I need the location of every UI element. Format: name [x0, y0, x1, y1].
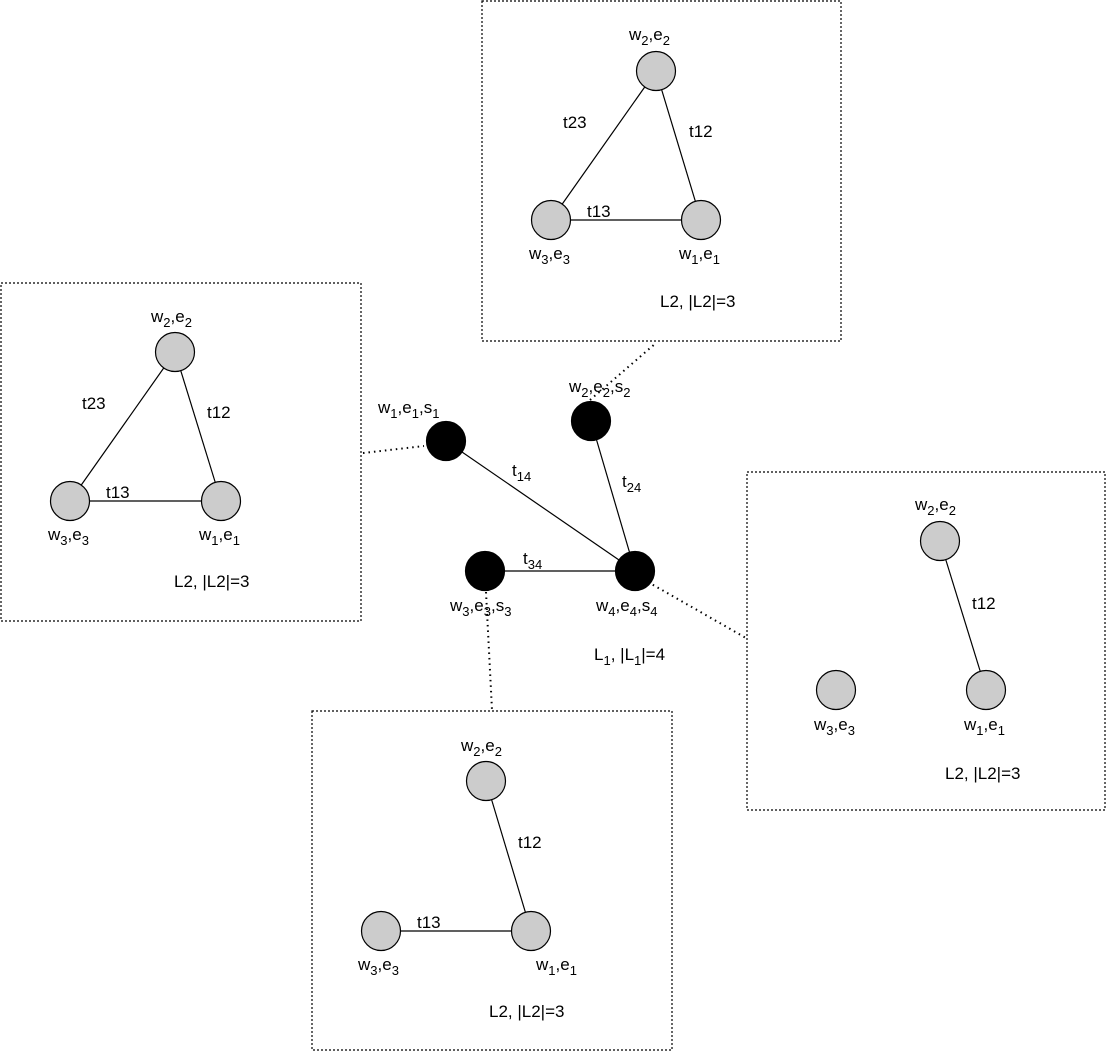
node-w3-label: w3,e3 [813, 715, 855, 738]
node-w3 [530, 199, 572, 241]
node-w2 [465, 760, 507, 802]
edge-t12-label: t12 [972, 594, 996, 613]
edge-t24 [590, 420, 636, 572]
subgraph-top-frame [481, 0, 842, 342]
subgraph-left-frame [0, 282, 362, 622]
edge-t14 [445, 440, 636, 572]
subgraph-bottom-frame [311, 710, 673, 1051]
level1-node-2-label: w2,e2,s2 [568, 377, 630, 400]
node-w2 [154, 331, 196, 373]
level1-edge-t34-label: t34 [523, 549, 542, 572]
node-w2-label: w2,e2 [460, 736, 502, 759]
level1-node-3 [464, 550, 506, 592]
edge-t12 [655, 70, 702, 221]
level1-node-1-label: w1,e1,s1 [377, 398, 439, 421]
node-w2-label: w2,e2 [914, 495, 956, 518]
subgraph-caption: L2, |L2|=3 [660, 292, 735, 311]
level1-caption: L1, |L1|=4 [594, 645, 665, 668]
subgraph-caption: L2, |L2|=3 [489, 1002, 564, 1021]
edge-t12 [939, 540, 987, 691]
level1-edge-t14-label: t14 [512, 461, 531, 484]
node-w3-label: w3,e3 [528, 244, 570, 267]
edge-t13-label: t13 [417, 913, 441, 932]
edge-t13-label: t13 [587, 202, 611, 221]
level1-node-4 [614, 550, 656, 592]
edge-t12 [174, 351, 222, 502]
node-w3-label: w3,e3 [357, 955, 399, 978]
connector-top [589, 342, 657, 401]
subgraph-left: w2,e2 w3,e3 w1,e1 t23 t12 t13 L2, |L2|=3 [0, 282, 362, 622]
edge-t12 [485, 780, 532, 932]
subgraph-caption: L2, |L2|=3 [945, 764, 1020, 783]
node-w1-label: w1,e1 [535, 955, 577, 978]
node-w1-label: w1,e1 [198, 525, 240, 548]
node-w3 [815, 669, 857, 711]
node-w2-label: w2,e2 [628, 25, 670, 48]
subgraph-bottom: w2,e2 w3,e3 w1,e1 t12 t13 L2, |L2|=3 [311, 710, 673, 1051]
edge-t23-label: t23 [563, 113, 587, 132]
node-w3 [360, 910, 402, 952]
edge-t23 [69, 351, 176, 502]
edge-t23 [550, 70, 657, 221]
node-w1 [965, 669, 1007, 711]
node-w2-label: w2,e2 [150, 307, 192, 330]
level1-edge-t24-label: t24 [622, 472, 641, 495]
node-w1 [680, 199, 722, 241]
level1-graph: w1,e1,s1 w2,e2,s2 w3,e3,s3 w4,e4,s4 t14 … [377, 377, 665, 668]
node-w3-label: w3,e3 [47, 525, 89, 548]
node-w3 [49, 480, 91, 522]
connector-left [362, 445, 425, 454]
node-w2 [635, 50, 677, 92]
edge-t12-label: t12 [518, 833, 542, 852]
subgraph-top: w2,e2 w3,e3 w1,e1 t23 t12 t13 L2, |L2|=3 [481, 0, 842, 342]
edge-t12-label: t12 [207, 403, 231, 422]
node-w1 [510, 910, 552, 952]
node-w2 [919, 520, 961, 562]
connector-right [647, 581, 747, 639]
node-w1 [200, 480, 242, 522]
level1-node-1 [425, 420, 467, 462]
edge-t23-label: t23 [82, 394, 106, 413]
level1-node-4-label: w4,e4,s4 [595, 596, 657, 619]
node-w1-label: w1,e1 [678, 244, 720, 267]
subgraph-right-frame [746, 471, 1106, 811]
level1-node-2 [570, 400, 612, 442]
edge-t13-label: t13 [106, 483, 130, 502]
level1-node-3-label: w3,e3,s3 [449, 596, 511, 619]
edge-t12-label: t12 [689, 122, 713, 141]
subgraph-right: w2,e2 w3,e3 w1,e1 t12 L2, |L2|=3 [746, 471, 1106, 811]
node-w1-label: w1,e1 [963, 715, 1005, 738]
subgraph-caption: L2, |L2|=3 [174, 572, 249, 591]
